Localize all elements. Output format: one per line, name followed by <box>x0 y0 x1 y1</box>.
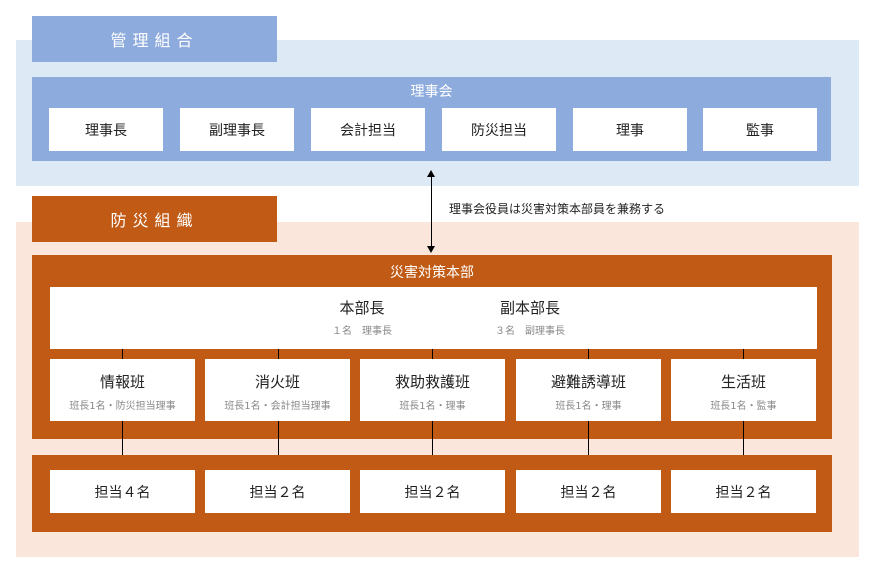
arrow-down-icon <box>427 246 435 253</box>
team-connector <box>743 349 744 359</box>
connector-note: 理事会役員は災害対策本部員を兼務する <box>449 202 666 216</box>
leader-deputy-title: 副本部長 <box>499 299 560 317</box>
staff-box: 担当２名 <box>671 470 816 513</box>
team-name: 情報班 <box>99 373 145 391</box>
role-box-auditor: 監事 <box>703 108 817 151</box>
team-connector <box>278 349 279 359</box>
role-box-director: 理事 <box>573 108 687 151</box>
arrow-up-icon <box>427 170 435 177</box>
team-name: 消火班 <box>254 373 300 391</box>
team-connector <box>122 349 123 359</box>
team-detail: 班長1名・理事 <box>399 401 466 412</box>
disaster-tab-label: 防災組織 <box>32 196 277 242</box>
team-detail: 班長1名・防災担当理事 <box>69 401 176 412</box>
leader-head-title: 本部長 <box>339 299 385 317</box>
team-information: 情報班 班長1名・防災担当理事 <box>50 359 195 421</box>
team-detail: 班長1名・監事 <box>710 401 777 412</box>
role-box-chairman: 理事長 <box>49 108 163 151</box>
board-title: 理事会 <box>410 84 453 100</box>
staff-box: 担当４名 <box>50 470 195 513</box>
staff-connector <box>588 421 589 470</box>
connector-line <box>431 176 432 247</box>
staff-box: 担当２名 <box>205 470 350 513</box>
team-name: 生活班 <box>720 373 766 391</box>
hq-panel: 災害対策本部 本部長 １名 理事長 副本部長 ３名 副理事長 情報班 班長1名・… <box>32 255 832 439</box>
team-name: 救助救護班 <box>394 373 470 391</box>
team-living: 生活班 班長1名・監事 <box>671 359 816 421</box>
leader-head-detail: １名 理事長 <box>332 326 392 337</box>
management-tab-label: 管理組合 <box>32 16 277 62</box>
team-firefighting: 消火班 班長1名・会計担当理事 <box>205 359 350 421</box>
leader-deputy: 副本部長 ３名 副理事長 <box>440 297 620 337</box>
team-detail: 班長1名・会計担当理事 <box>224 401 331 412</box>
role-box-treasurer: 会計担当 <box>311 108 425 151</box>
staff-connector <box>278 421 279 470</box>
team-evacuation: 避難誘導班 班長1名・理事 <box>516 359 661 421</box>
staff-panel: 担当４名 担当２名 担当２名 担当２名 担当２名 <box>32 455 832 532</box>
staff-box: 担当２名 <box>516 470 661 513</box>
team-connector <box>432 349 433 359</box>
staff-box: 担当２名 <box>360 470 505 513</box>
team-connector <box>588 349 589 359</box>
staff-connector <box>432 421 433 470</box>
leaders-box: 本部長 １名 理事長 副本部長 ３名 副理事長 <box>50 287 817 349</box>
team-rescue: 救助救護班 班長1名・理事 <box>360 359 505 421</box>
role-box-disaster-officer: 防災担当 <box>442 108 556 151</box>
board-panel: 理事会 理事長 副理事長 会計担当 防災担当 理事 監事 <box>32 77 831 161</box>
team-detail: 班長1名・理事 <box>555 401 622 412</box>
staff-connector <box>122 421 123 470</box>
team-name: 避難誘導班 <box>550 373 626 391</box>
leader-deputy-detail: ３名 副理事長 <box>495 326 565 337</box>
role-box-vice-chairman: 副理事長 <box>180 108 294 151</box>
leader-head: 本部長 １名 理事長 <box>272 297 452 337</box>
staff-connector <box>743 421 744 470</box>
hq-title: 災害対策本部 <box>390 265 474 281</box>
